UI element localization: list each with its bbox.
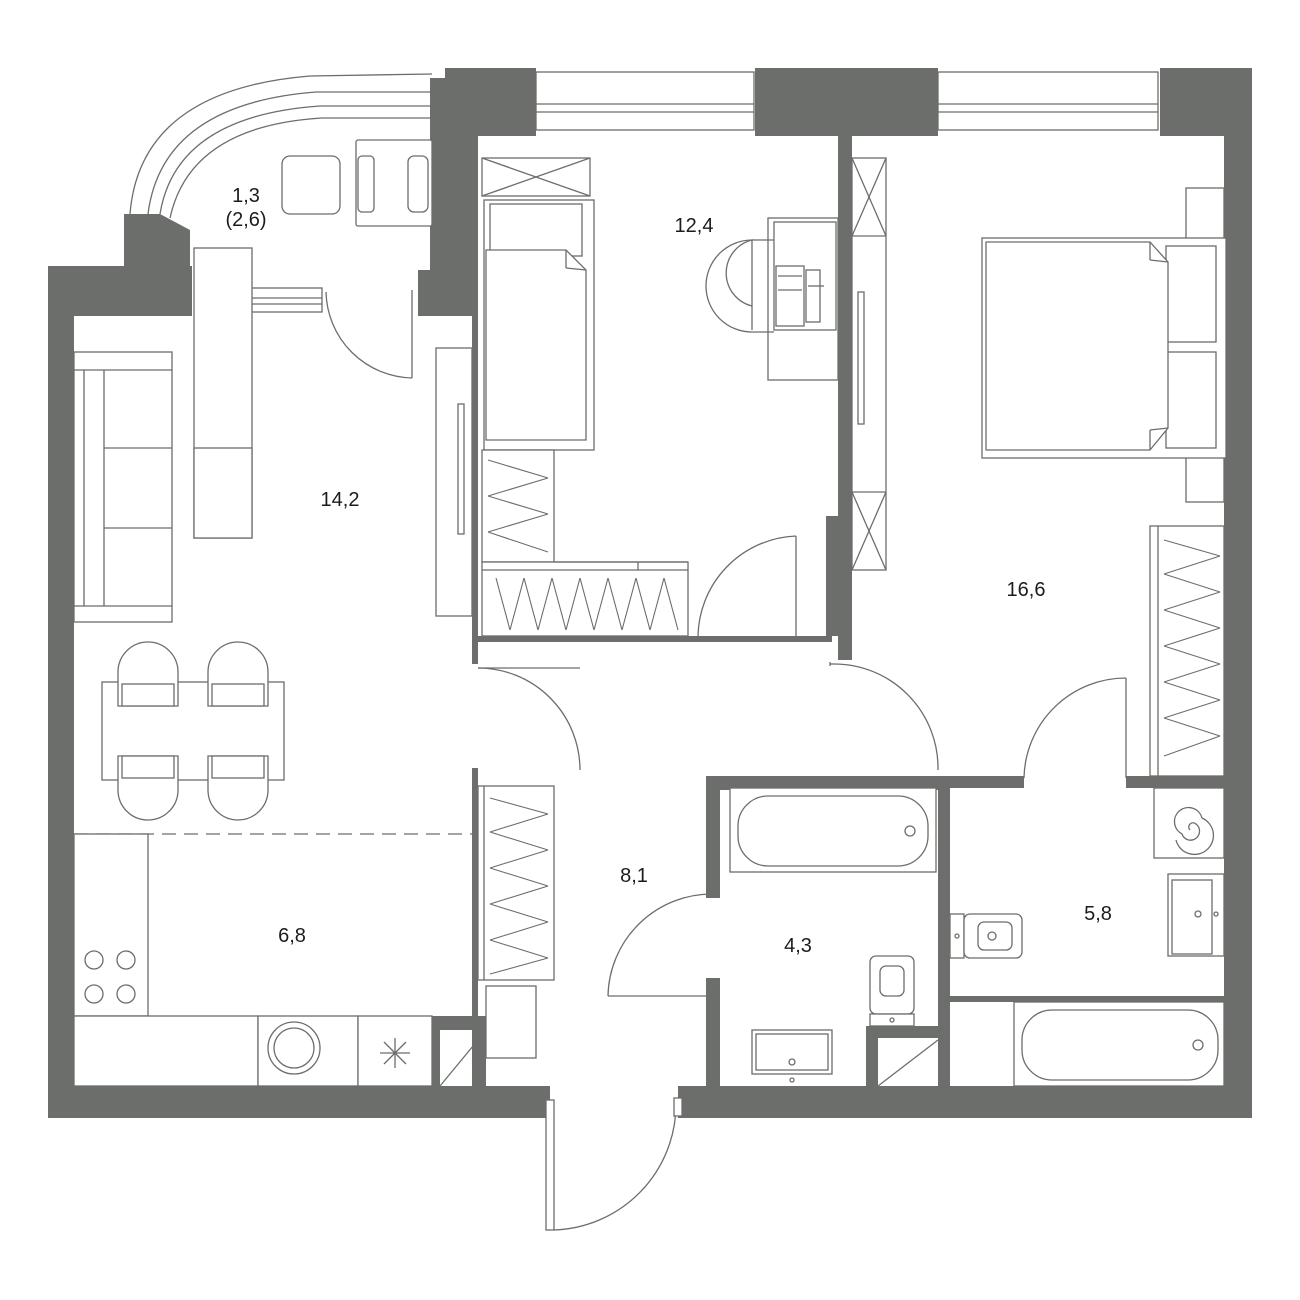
balcony-area-secondary: (2,6) xyxy=(225,209,267,231)
windows xyxy=(129,71,1159,313)
room-bedroom-master-area: 16,6 xyxy=(1006,579,1046,601)
room-hallway-area: 8,1 xyxy=(620,865,648,887)
walls xyxy=(48,68,1252,1118)
balcony-area-value: 1,3 xyxy=(232,185,260,207)
room-bedroom-small-area: 12,4 xyxy=(674,215,714,237)
room-bathroom-2-area: 5,8 xyxy=(1084,903,1112,925)
furniture xyxy=(73,139,1227,1087)
room-living-area: 14,2 xyxy=(320,489,360,511)
room-bathroom-1-area: 4,3 xyxy=(784,935,812,957)
room-balcony-area: 1,3 (2,6) xyxy=(218,184,274,232)
room-kitchen-area: 6,8 xyxy=(278,925,306,947)
doors xyxy=(325,290,1127,1231)
